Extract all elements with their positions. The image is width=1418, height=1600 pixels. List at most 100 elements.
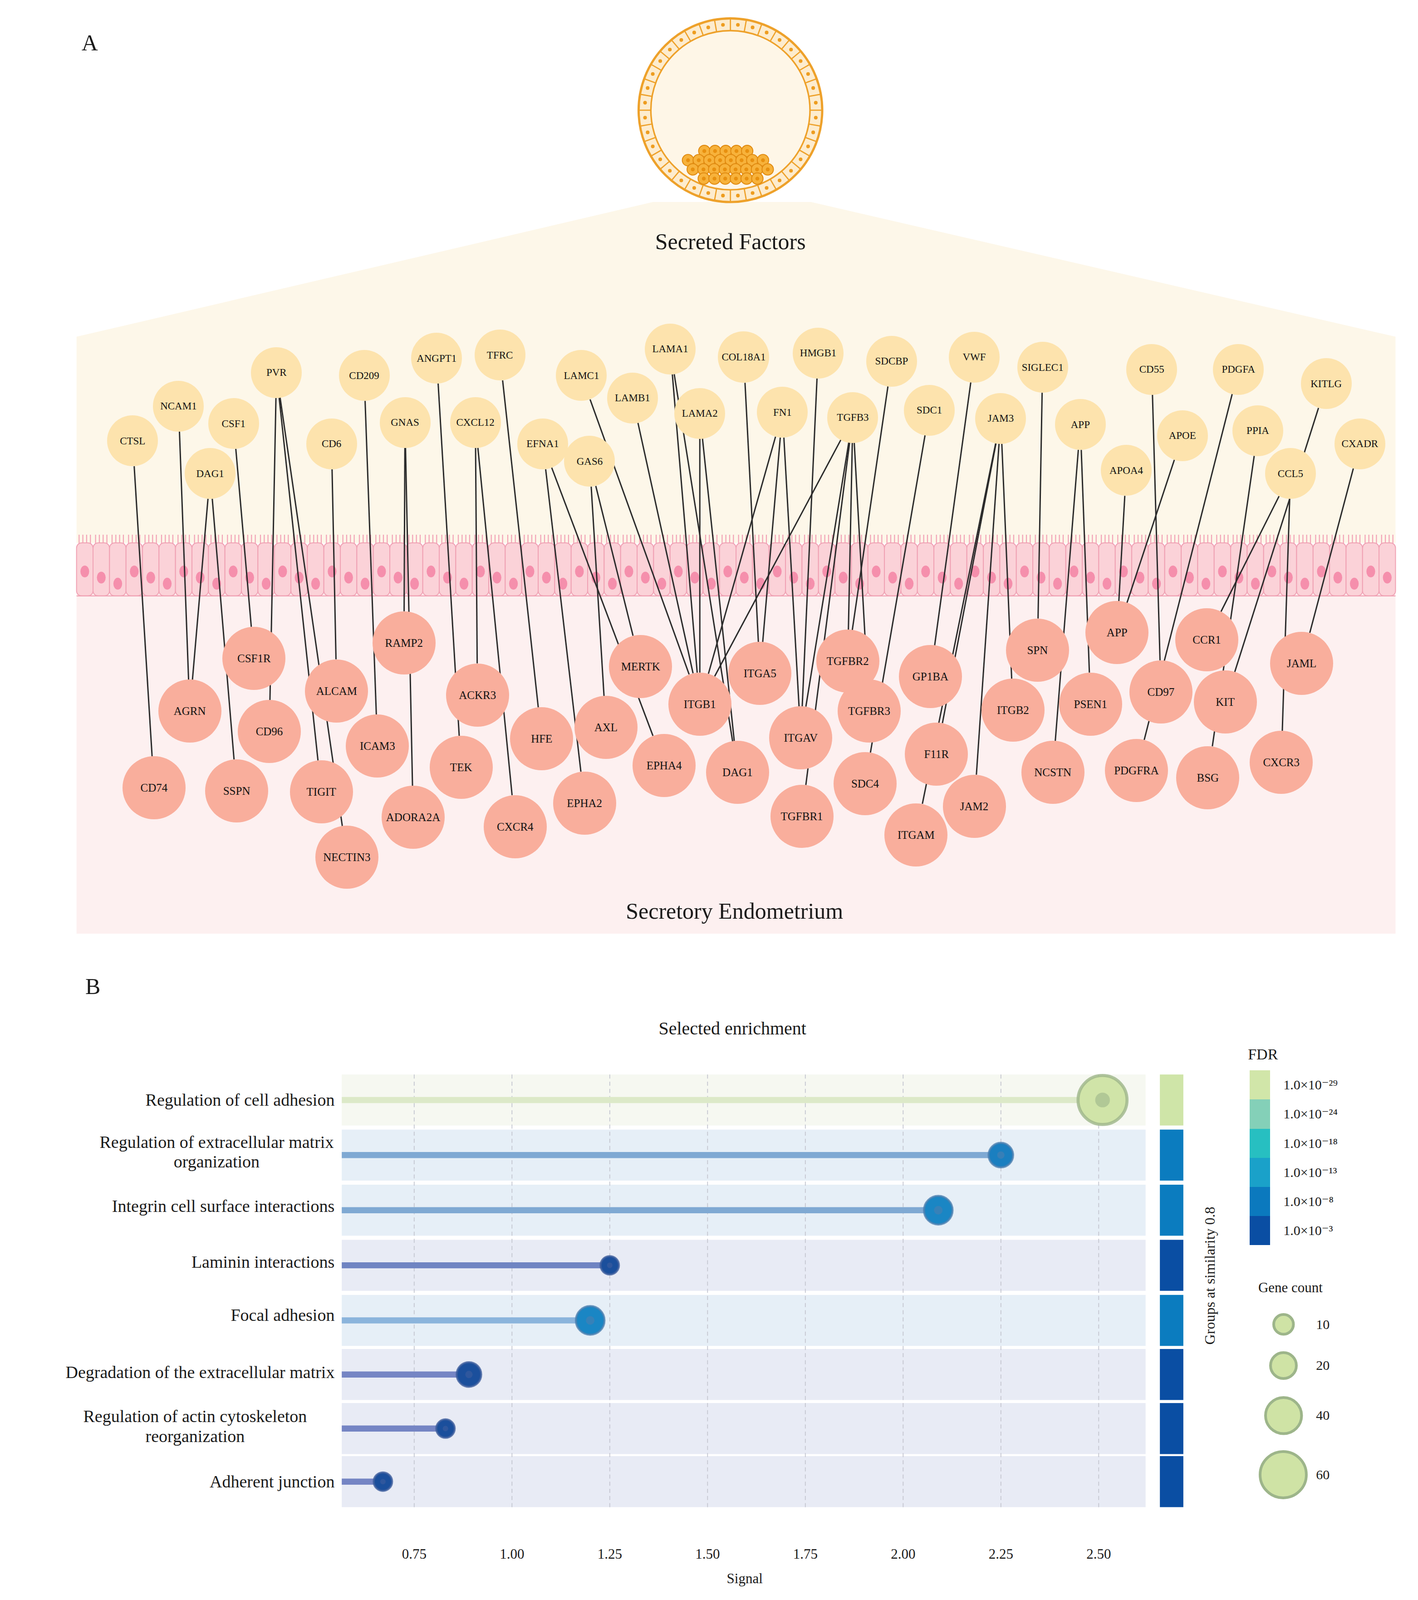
cell-nucleus (904, 577, 914, 590)
cell-nucleus (327, 565, 337, 578)
cell-nucleus (772, 565, 782, 578)
grid-line (706, 1074, 708, 1507)
gene-label: DAG1 (196, 468, 224, 479)
endometrium-region (76, 593, 1396, 934)
epithelial-cell (1032, 542, 1050, 596)
epithelial-cell (1345, 542, 1363, 596)
trophoblast-nucleus (706, 25, 711, 30)
cell-nucleus (1267, 565, 1276, 578)
axis-tick: 2.00 (890, 1545, 916, 1562)
ligand-node: SDC1 (903, 384, 955, 436)
node-circle (208, 397, 260, 449)
lollipop-stem (341, 1370, 469, 1377)
node-circle (674, 387, 726, 439)
cell-nucleus (1069, 565, 1079, 578)
panel-letter: B (85, 973, 101, 1000)
cell-nucleus (987, 571, 997, 584)
gene-label: ITGAV (784, 731, 819, 744)
node-circle (564, 435, 615, 487)
region-label: Secretory Endometrium (625, 897, 844, 925)
epithelial-cell (653, 542, 670, 596)
node-circle (381, 785, 445, 849)
cell-nucleus (278, 565, 287, 578)
cell-nucleus (311, 577, 320, 590)
color-swatch (1249, 1186, 1271, 1217)
epithelial-cell (950, 542, 967, 596)
epithelial-cell (917, 542, 934, 596)
epithelial-cell (538, 542, 555, 596)
epithelial-cell (1263, 542, 1281, 596)
node-circle (205, 759, 269, 823)
trophoblast-nucleus (806, 72, 810, 76)
ligand-node: KITLG (1300, 358, 1352, 409)
cell-wall (650, 64, 662, 71)
trophoblast-nucleus (679, 178, 683, 182)
ligand-node: PVR (250, 347, 302, 398)
cell-wall (744, 188, 747, 201)
epithelial-cell (1197, 542, 1214, 596)
lollipop-dot (575, 1305, 605, 1335)
cell-nucleus (1349, 577, 1359, 590)
lollipop-dot (988, 1142, 1014, 1168)
epithelial-cell (472, 542, 489, 596)
group-label: Groups at similarity 0.8 (1201, 1206, 1219, 1345)
gene-label: ALCAM (316, 685, 358, 697)
epithelial-cell (801, 542, 819, 596)
row-band (341, 1184, 1146, 1236)
gene-label: CD97 (1147, 686, 1175, 698)
cell-wall (808, 123, 821, 127)
grid-line (609, 1074, 611, 1507)
node-circle (1193, 670, 1257, 734)
interaction-line (699, 438, 701, 673)
node-circle (345, 714, 409, 778)
cell-nucleus (80, 565, 89, 578)
cell-nucleus (641, 571, 650, 584)
node-circle (107, 415, 158, 467)
epithelial-cell (109, 542, 126, 596)
lollipop-dot (436, 1418, 455, 1438)
ligand-node: PPIA (1232, 405, 1284, 457)
node-circle (770, 784, 834, 848)
receptor-node: ICAM3 (345, 714, 409, 778)
node-circle (1232, 405, 1284, 457)
trophoblast-nucleus (764, 30, 769, 35)
node-circle (866, 335, 918, 387)
trophoblast-nucleus (735, 23, 740, 27)
axis-title: Signal (726, 1570, 763, 1587)
cell-nucleus (1217, 565, 1227, 578)
gene-label: CD209 (348, 370, 379, 381)
gene-label: COL18A1 (721, 351, 766, 363)
cell-nucleus (789, 571, 799, 584)
cell-wall (644, 137, 656, 142)
epithelial-cell (1362, 542, 1379, 596)
gene-label: LAMB1 (614, 392, 651, 403)
trophoblast-nucleus (692, 30, 697, 35)
receptor-node: SSPN (205, 759, 269, 823)
gene-label: ACKR3 (458, 689, 496, 701)
node-circle (379, 397, 431, 448)
axis-tick: 1.25 (597, 1545, 623, 1562)
cell-wall (684, 30, 691, 42)
inner-cell-nucleus (734, 176, 739, 181)
epithelial-cell (785, 542, 802, 596)
trophoblast-nucleus (643, 115, 648, 120)
gene-label: PVR (266, 367, 287, 378)
trophoblast-nucleus (643, 100, 648, 105)
node-circle (769, 706, 833, 770)
trophoblast-nucleus (645, 130, 650, 135)
trophoblast-nucleus (721, 23, 725, 27)
cell-wall (770, 30, 776, 42)
size-sample (1256, 1447, 1310, 1501)
ligand-node: GAS6 (564, 435, 615, 487)
inner-cell-mass-cell (761, 163, 774, 176)
node-circle (827, 392, 879, 443)
gene-label: CSF1 (221, 418, 246, 429)
interaction-line (708, 436, 776, 674)
node-circle (555, 349, 607, 401)
cell-wall (808, 94, 821, 97)
inner-cell-nucleus (755, 167, 760, 172)
node-circle (483, 794, 547, 859)
cell-nucleus (1333, 571, 1343, 584)
gene-label: ITGA5 (743, 667, 777, 679)
color-swatch (1249, 1099, 1271, 1129)
